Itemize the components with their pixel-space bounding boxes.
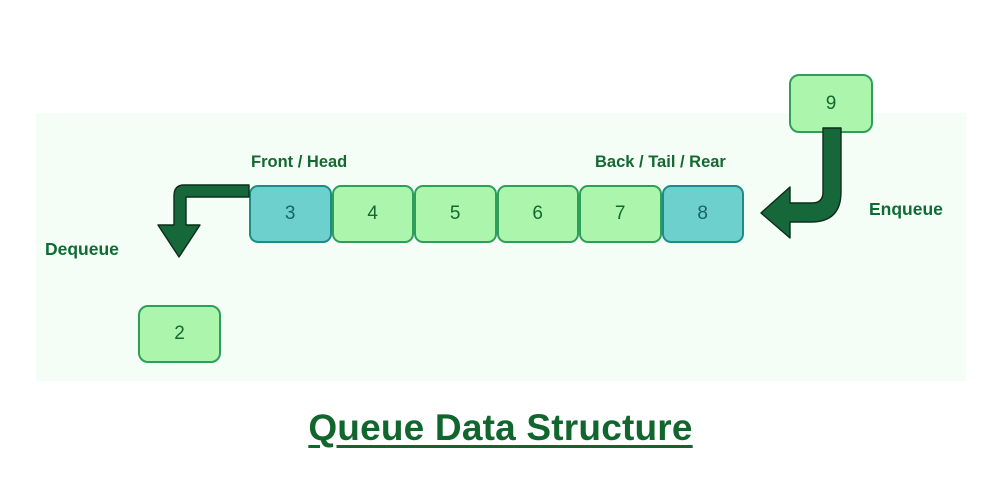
- enqueue-element-box: 9: [789, 74, 873, 133]
- enqueue-label: Enqueue: [869, 199, 943, 219]
- queue-container: 3 4 5 6 7 8: [249, 185, 744, 243]
- page-title: Queue Data Structure: [308, 407, 693, 448]
- queue-cell: 3: [249, 185, 332, 243]
- back-tail-rear-label: Back / Tail / Rear: [595, 153, 726, 171]
- enqueue-arrow-icon: [760, 127, 842, 239]
- dequeue-arrow-icon: [157, 184, 250, 258]
- dequeue-label: Dequeue: [45, 239, 119, 259]
- queue-cell: 5: [414, 185, 497, 243]
- queue-cell: 6: [496, 185, 579, 243]
- queue-cell: 8: [661, 185, 744, 243]
- queue-cell: 7: [579, 185, 662, 243]
- queue-cell: 4: [331, 185, 414, 243]
- dequeue-element-box: 2: [138, 305, 221, 363]
- front-head-label: Front / Head: [251, 153, 348, 171]
